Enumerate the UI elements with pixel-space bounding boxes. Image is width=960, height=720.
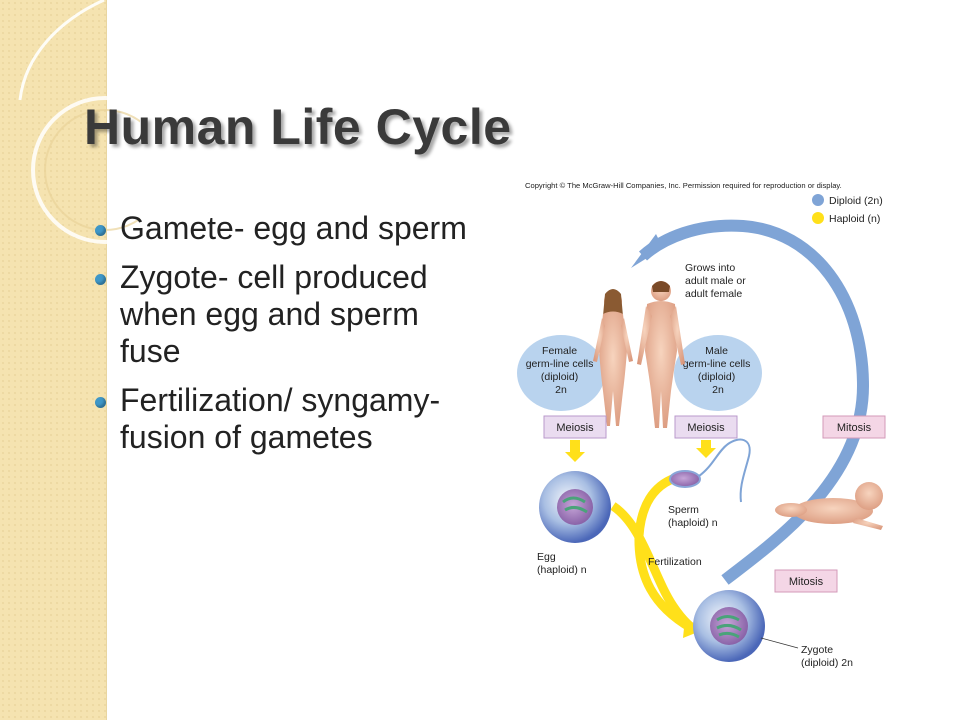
diploid-arrowhead	[631, 234, 663, 268]
zygote-label: Zygote (diploid) 2n	[801, 644, 853, 669]
meiosis-male-box	[674, 415, 738, 439]
mitosis-upper-box	[822, 415, 886, 439]
bullet-item: Fertilization/ syngamy- fusion of gamete…	[92, 382, 472, 456]
male-germ-cells-label: Male germ-line cells (diploid) 2n	[683, 345, 754, 396]
mitosis-lower-box	[774, 569, 838, 593]
fertilization-arrowhead	[683, 618, 703, 638]
female-germ-cells-label: Female germ-line cells (diploid) 2n	[526, 345, 597, 396]
meiosis-female-label: Meiosis	[556, 422, 594, 434]
mitosis-upper-label: Mitosis	[837, 422, 872, 434]
fertilization-label: Fertilization	[648, 556, 702, 568]
egg-label: Egg (haploid) n	[537, 551, 587, 576]
diploid-legend-label: Diploid (2n)	[829, 195, 883, 207]
diploid-legend-icon	[812, 194, 824, 206]
sperm-tail	[698, 438, 751, 503]
bullet-icon	[95, 397, 106, 408]
life-cycle-diagram: Copyright © The McGraw-Hill Companies, I…	[517, 181, 886, 669]
bullet-icon	[95, 225, 106, 236]
sperm-fertilization-path	[634, 473, 694, 632]
bullet-item: Zygote- cell produced when egg and sperm…	[92, 259, 472, 370]
grows-into-label: Grows into adult male or adult female	[685, 262, 749, 300]
meiosis-female-arrow	[570, 440, 580, 454]
sperm-cell	[669, 470, 701, 488]
meiosis-female-box	[543, 415, 607, 439]
copyright-notice: Copyright © The McGraw-Hill Companies, I…	[525, 181, 842, 190]
haploid-legend-icon	[812, 212, 824, 224]
meiosis-male-arrow	[701, 440, 711, 450]
bullet-list: Gamete- egg and sperm Zygote- cell produ…	[92, 210, 472, 468]
male-figure-icon	[637, 281, 685, 428]
sperm-label: Sperm (haploid) n	[668, 504, 718, 529]
haploid-legend-label: Haploid (n)	[829, 213, 880, 225]
bullet-icon	[95, 274, 106, 285]
female-figure-icon	[593, 289, 633, 426]
bullet-item: Gamete- egg and sperm	[92, 210, 472, 247]
female-germ-cells-bubble	[517, 335, 605, 411]
slide-title: Human Life Cycle	[84, 99, 512, 155]
mitosis-lower-label: Mitosis	[789, 576, 824, 588]
male-germ-cells-bubble	[674, 335, 762, 411]
baby-figure-icon	[775, 482, 883, 530]
meiosis-male-label: Meiosis	[687, 422, 725, 434]
